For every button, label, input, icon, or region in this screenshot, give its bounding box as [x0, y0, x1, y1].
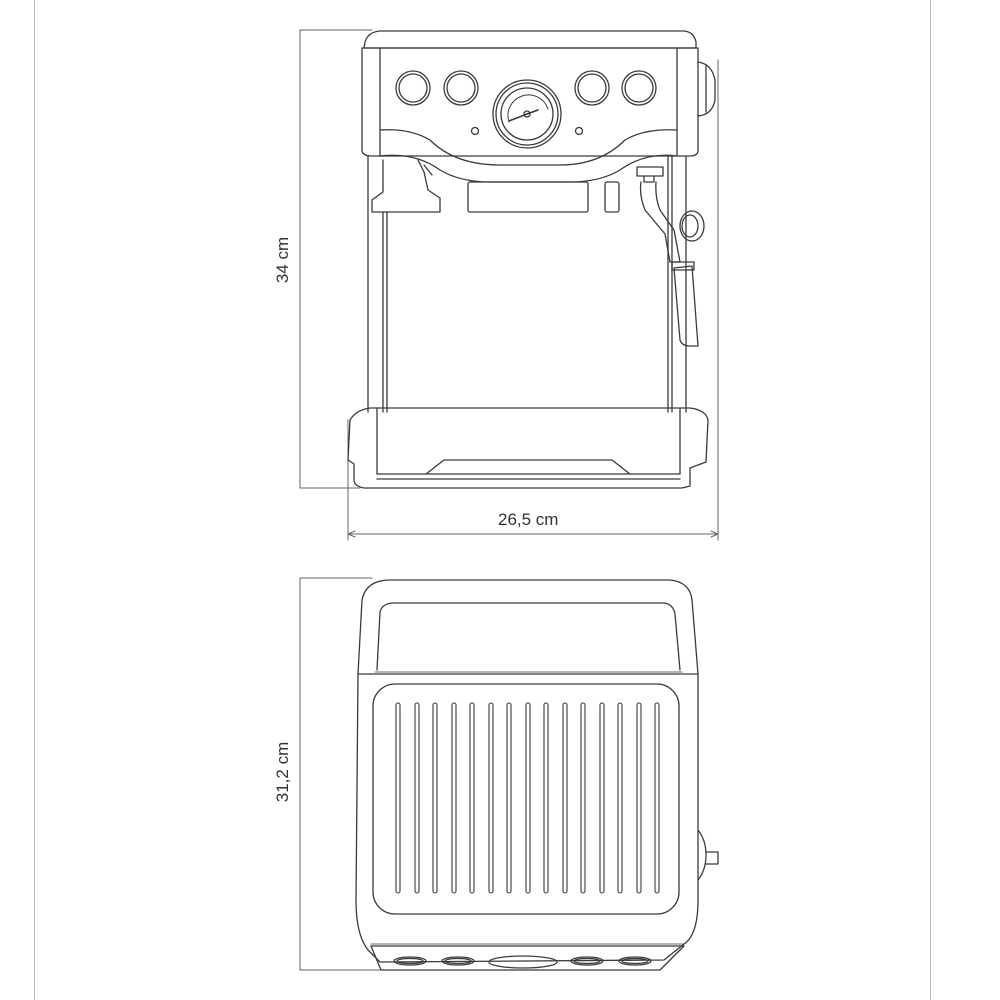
button-3: [574, 70, 610, 106]
steam-wand: [636, 166, 705, 347]
front-view: [299, 29, 719, 541]
indicator-light-left: [470, 126, 480, 136]
height-dimension-line: [299, 29, 373, 489]
top-depth-label: 31,2 cm: [273, 741, 293, 803]
grille-slots: [395, 702, 660, 894]
width-dimension-line: [347, 59, 719, 541]
button-1: [395, 70, 431, 106]
left-frame-line: [34, 0, 35, 1000]
depth-dimension-line: [299, 577, 381, 971]
indicator-light-right: [574, 126, 584, 136]
control-panel: [361, 47, 699, 157]
button-2: [443, 70, 479, 106]
panel-wave: [379, 129, 678, 166]
top-view: [299, 577, 719, 971]
cup-warmer-grille: [372, 683, 680, 915]
top-view-body: [355, 579, 699, 963]
pressure-gauge: [492, 79, 562, 149]
front-width-label: 26,5 cm: [498, 510, 559, 529]
water-tank-lid: [376, 602, 681, 671]
front-edge: [370, 945, 685, 971]
front-height-label: 34 cm: [273, 236, 293, 284]
portafilter-holder: [371, 159, 441, 213]
right-frame-line: [930, 0, 931, 1000]
steam-knob-side: [697, 829, 719, 881]
front-edge-buttons: [393, 955, 652, 969]
top-cap: [363, 30, 697, 49]
drip-tray: [347, 407, 709, 489]
group-head: [467, 181, 589, 213]
button-4: [621, 70, 657, 106]
side-knob: [697, 61, 716, 117]
